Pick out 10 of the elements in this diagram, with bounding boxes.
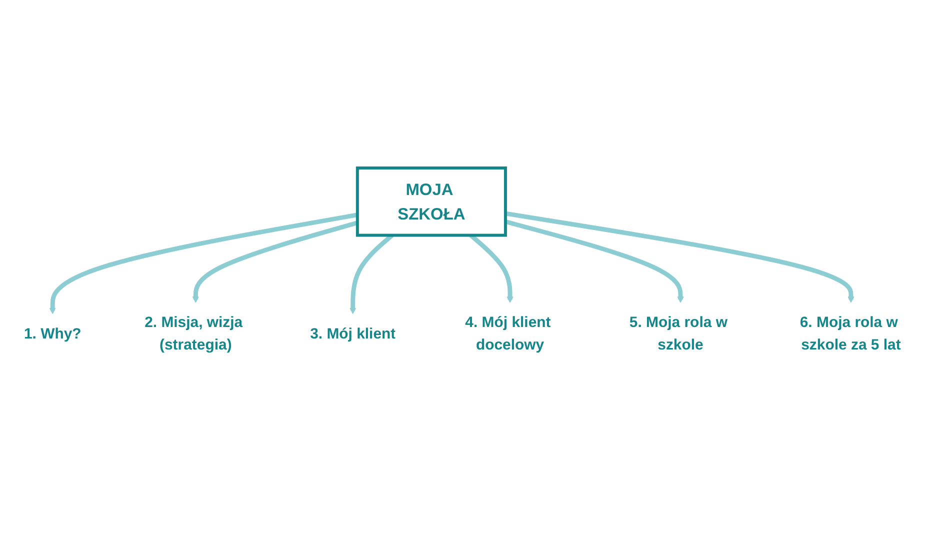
arrow: [505, 211, 854, 303]
node-text: 5. Moja rola w szkole: [629, 314, 728, 354]
arrow: [49, 212, 358, 314]
node-box: MOJA SZKOŁA: [356, 166, 507, 237]
node-text: 4. Mój klient docelowy: [465, 314, 551, 354]
node-text: 1. Why?: [24, 326, 82, 342]
node-text: 3. Mój klient: [310, 326, 396, 342]
arrow: [504, 219, 684, 303]
node-text: 6. Moja rola w szkole za 5 lat: [800, 314, 901, 354]
node-text: 2. Misja, wizja (strategia): [144, 314, 243, 354]
